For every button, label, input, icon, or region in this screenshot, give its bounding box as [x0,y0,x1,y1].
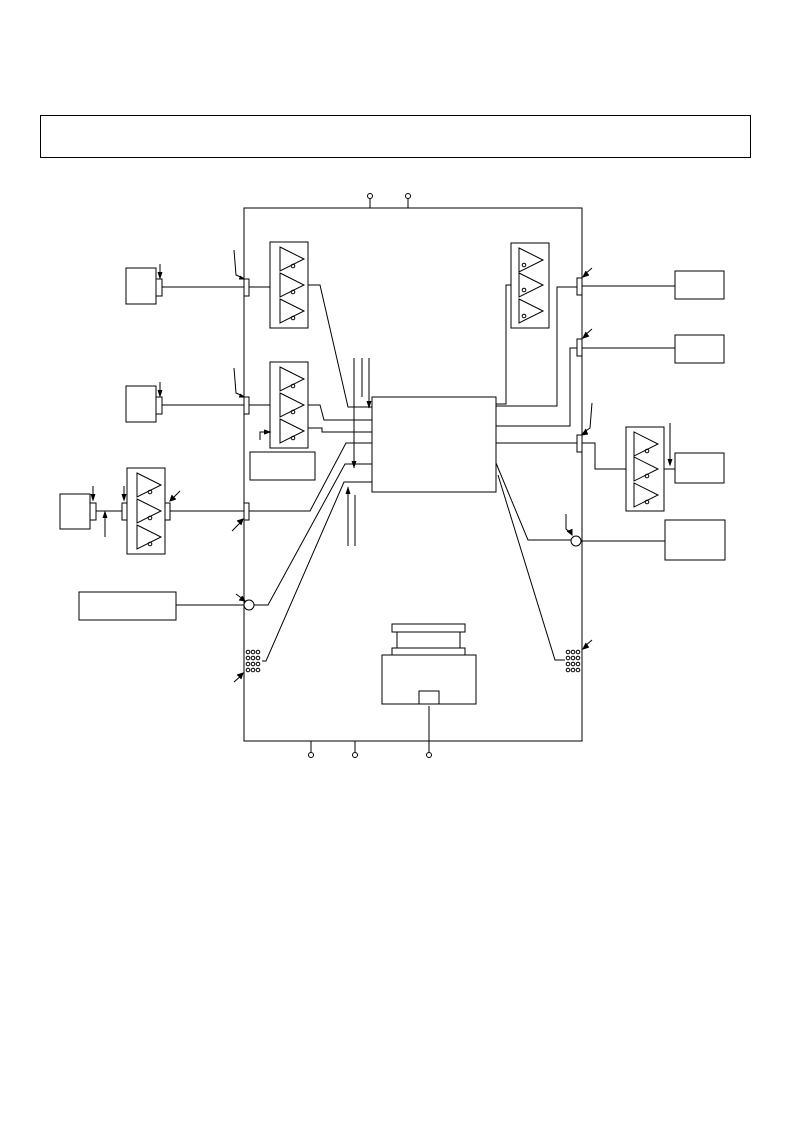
left-device-3 [60,468,249,554]
reference-box [250,430,315,480]
right-amp-block [511,243,549,328]
left-connector-grid [234,650,260,682]
right-buses [496,285,577,660]
right-connector-grid [566,640,592,672]
left-amp-block-2 [249,362,308,448]
central-block [372,397,496,492]
left-amp-block-1 [249,242,308,328]
left-buses [249,285,372,661]
left-input-box [79,592,254,620]
bottom-pins [309,706,432,758]
top-pins [368,194,411,209]
right-output-1 [577,268,724,299]
right-output-4 [566,514,725,560]
left-device-2 [126,368,249,422]
figure-title-box [40,115,751,158]
right-output-3 [577,403,724,511]
bottom-stack-component [382,624,476,704]
chip-outline [244,208,582,741]
right-output-2 [577,329,724,363]
left-device-1 [126,250,249,304]
